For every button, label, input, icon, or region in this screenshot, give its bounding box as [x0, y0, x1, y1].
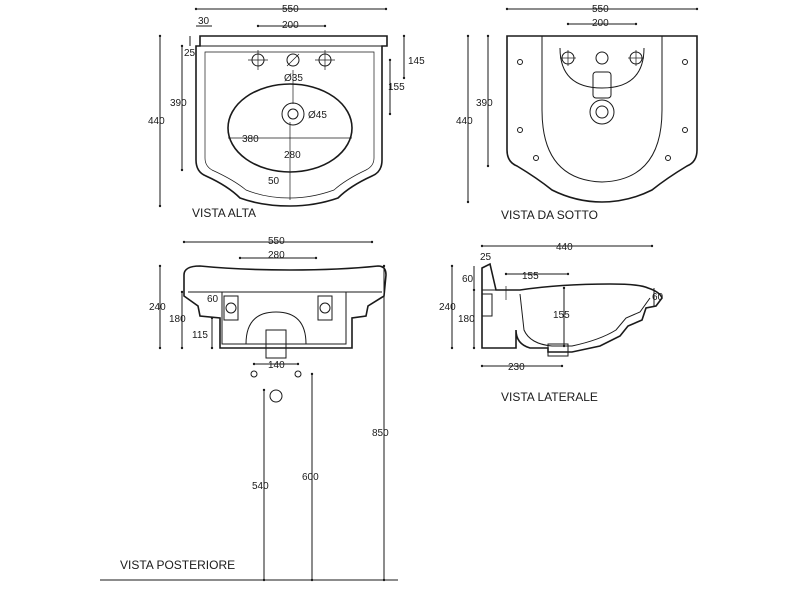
- rear-rim-label: 60: [207, 294, 219, 305]
- rear-fix2-label: 600: [302, 472, 319, 483]
- top-tap-offset-label: 145: [408, 56, 425, 67]
- top-view: 550 30 200 25 145 155 390 440 Ø35 Ø45 38…: [148, 4, 425, 220]
- top-total-depth-label: 440: [148, 116, 165, 127]
- side-view-bowl-inner: [519, 293, 651, 347]
- top-tap-hole-label: Ø35: [284, 73, 303, 84]
- bottom-view-outline: [506, 35, 698, 203]
- bottom-width-label: 550: [592, 4, 609, 15]
- top-lip-label: 30: [198, 16, 210, 27]
- bottom-total-depth-label: 440: [456, 116, 473, 127]
- top-view-title: VISTA ALTA: [192, 206, 256, 220]
- top-width-label: 550: [282, 4, 299, 15]
- bottom-inner-depth-label: 390: [476, 98, 493, 109]
- bottom-view-drain-inner: [595, 105, 609, 119]
- rear-height-body-label: 180: [169, 314, 186, 325]
- rear-view-body: [221, 291, 347, 345]
- top-rim-label: 25: [184, 48, 196, 59]
- rear-view-trap: [245, 311, 307, 345]
- rear-outlet-width-label: 140: [268, 360, 285, 371]
- rear-view-title: VISTA POSTERIORE: [120, 558, 235, 572]
- side-base-label: 230: [508, 362, 525, 373]
- rear-bowl-label: 280: [268, 250, 285, 261]
- rear-view-outlet: [265, 329, 287, 359]
- bottom-view-title: VISTA DA SOTTO: [501, 208, 598, 222]
- side-view-outline: [481, 262, 663, 353]
- rear-fix3-label: 850: [372, 428, 389, 439]
- top-bowl-width-label: 380: [242, 134, 259, 145]
- bottom-view-drain: [589, 99, 615, 125]
- top-bowl-depth-label: 280: [284, 150, 301, 161]
- side-view-outlet: [547, 343, 569, 357]
- side-view-title: VISTA LATERALE: [501, 390, 598, 404]
- bottom-view: 550 200 390 440 VISTA DA SOTTO: [456, 4, 699, 222]
- rear-view-fixing-right: [294, 370, 302, 378]
- side-view-bracket: [481, 293, 493, 317]
- top-inner-depth-label: 390: [170, 98, 187, 109]
- rear-width-label: 550: [268, 236, 285, 247]
- bottom-view-outlet: [592, 71, 612, 99]
- side-view: 440 25 60 155 155 60 240 180 230 VISTA L…: [439, 242, 664, 404]
- top-overflow-label: 155: [388, 82, 405, 93]
- rear-view-fixing-left: [250, 370, 258, 378]
- top-view-tap-holes: [248, 50, 335, 70]
- side-height-total-label: 240: [439, 302, 456, 313]
- side-bowl-depth-label: 155: [553, 310, 570, 321]
- bottom-view-flange: [559, 47, 645, 89]
- bottom-view-fixing-holes: [517, 59, 688, 161]
- rear-fix1-label: 540: [252, 481, 269, 492]
- top-drain-hole-label: Ø45: [308, 110, 327, 121]
- side-height-body-label: 180: [458, 314, 475, 325]
- top-view-drain: [281, 102, 305, 126]
- rear-view: 550 280 240 180 60 115 140 540 600 850 V…: [100, 236, 398, 582]
- side-depth-label: 440: [556, 242, 573, 253]
- top-front-rim-label: 50: [268, 176, 280, 187]
- side-top-rim-label: 60: [462, 274, 474, 285]
- rear-height-total-label: 240: [149, 302, 166, 313]
- top-view-outline: [195, 35, 388, 207]
- rear-view-outline: [183, 265, 387, 349]
- rear-outlet-label: 115: [192, 330, 208, 341]
- top-view-drain-inner: [287, 108, 299, 120]
- top-holes-label: 200: [282, 20, 299, 31]
- side-rim-label: 25: [480, 252, 492, 263]
- bottom-view-bowl: [541, 36, 663, 183]
- bottom-view-tap-holes: [560, 50, 644, 66]
- rear-view-waste-hole: [269, 389, 283, 403]
- side-front-rim-label: 60: [652, 292, 664, 303]
- bottom-holes-label: 200: [592, 18, 609, 29]
- side-bowl-offset-label: 155: [522, 271, 539, 282]
- rear-view-brackets: [223, 295, 333, 321]
